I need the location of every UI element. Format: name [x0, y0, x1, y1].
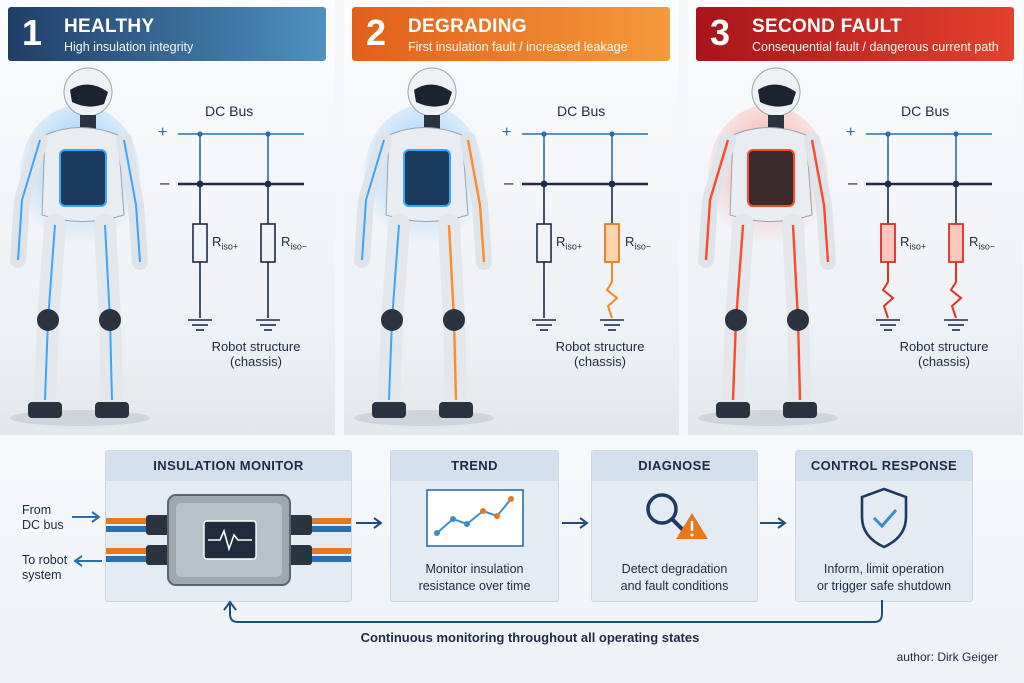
panel-healthy-graphic [10, 67, 304, 426]
panel-second-fault: 3 SECOND FAULT Consequential fault / dan… [688, 0, 1023, 435]
r-iso-plus-label: Riso+ [900, 234, 927, 252]
chassis-label: Robot structure(chassis) [899, 339, 989, 369]
resistor-minus [260, 223, 276, 263]
banner-subtitle: First insulation fault / increased leaka… [408, 40, 628, 54]
robot-figure [354, 67, 494, 426]
shield-check-icon [860, 487, 908, 549]
banner-title: SECOND FAULT [752, 16, 902, 37]
flow-arrow-1 [356, 517, 383, 529]
resistor-plus [536, 223, 552, 263]
r-iso-plus-label: Riso+ [212, 234, 239, 252]
insulation-monitor-title: INSULATION MONITOR [106, 451, 351, 481]
feedback-loop-arrow [223, 600, 883, 623]
r-iso-minus-label: Riso− [281, 234, 308, 252]
banner-title: HEALTHY [64, 16, 155, 37]
banner-number: 2 [366, 12, 387, 53]
panel-second-fault-graphic [698, 67, 992, 426]
flow-arrow-2 [562, 517, 589, 529]
author-credit: author: Dirk Geiger [896, 650, 998, 664]
banner-number: 3 [710, 12, 731, 53]
banner-title: DEGRADING [408, 16, 527, 37]
plus-sign: + [502, 124, 512, 141]
fault-paths [880, 223, 964, 319]
panel-degrading: 2 DEGRADING First insulation fault / inc… [344, 0, 679, 435]
banner-subtitle: High insulation integrity [64, 40, 194, 54]
banner-healthy: 1 HEALTHY High insulation integrity [8, 7, 326, 61]
banner-degrading: 2 DEGRADING First insulation fault / inc… [352, 7, 670, 61]
banner-second-fault: 3 SECOND FAULT Consequential fault / dan… [696, 7, 1014, 61]
dc-bus-label: DC Bus [205, 103, 254, 119]
minus-sign: – [848, 173, 858, 192]
circuit [522, 133, 648, 184]
dc-bus-label: DC Bus [901, 103, 950, 119]
dc-bus-label: DC Bus [557, 103, 606, 119]
minus-sign: – [504, 173, 514, 192]
arrow-in-icon [72, 511, 101, 523]
control-response-box: CONTROL RESPONSE Inform, limit operation… [795, 450, 973, 602]
robot-figure [10, 67, 150, 426]
resistor-plus [192, 223, 208, 263]
continuous-monitoring-label: Continuous monitoring throughout all ope… [360, 630, 700, 645]
panel-degrading-graphic [354, 67, 648, 426]
robot-figure [698, 67, 838, 426]
r-iso-minus-label: Riso− [969, 234, 996, 252]
diagnose-title: DIAGNOSE [592, 451, 757, 481]
minus-sign: – [160, 173, 170, 192]
chassis-label: Robot structure(chassis) [555, 339, 645, 369]
monitor-device-icon [106, 494, 351, 586]
plus-sign: + [158, 124, 168, 141]
insulation-monitor-box: INSULATION MONITOR [105, 450, 352, 602]
r-iso-plus-label: Riso+ [556, 234, 583, 252]
trend-title: TREND [391, 451, 558, 481]
trend-chart-icon [426, 489, 524, 547]
panel-healthy: 1 HEALTHY High insulation integrity DC B… [0, 0, 335, 435]
control-response-title: CONTROL RESPONSE [796, 451, 972, 481]
chassis-label: Robot structure(chassis) [211, 339, 301, 369]
flow-arrow-3 [760, 517, 787, 529]
banner-number: 1 [22, 12, 43, 53]
plus-sign: + [846, 124, 856, 141]
circuit [178, 133, 304, 184]
arrow-out-icon [73, 555, 102, 567]
circuit [866, 133, 992, 184]
banner-subtitle: Consequential fault / dangerous current … [752, 40, 999, 54]
leakage-path [604, 223, 620, 319]
magnifier-warning-icon [646, 493, 708, 539]
r-iso-minus-label: Riso− [625, 234, 652, 252]
